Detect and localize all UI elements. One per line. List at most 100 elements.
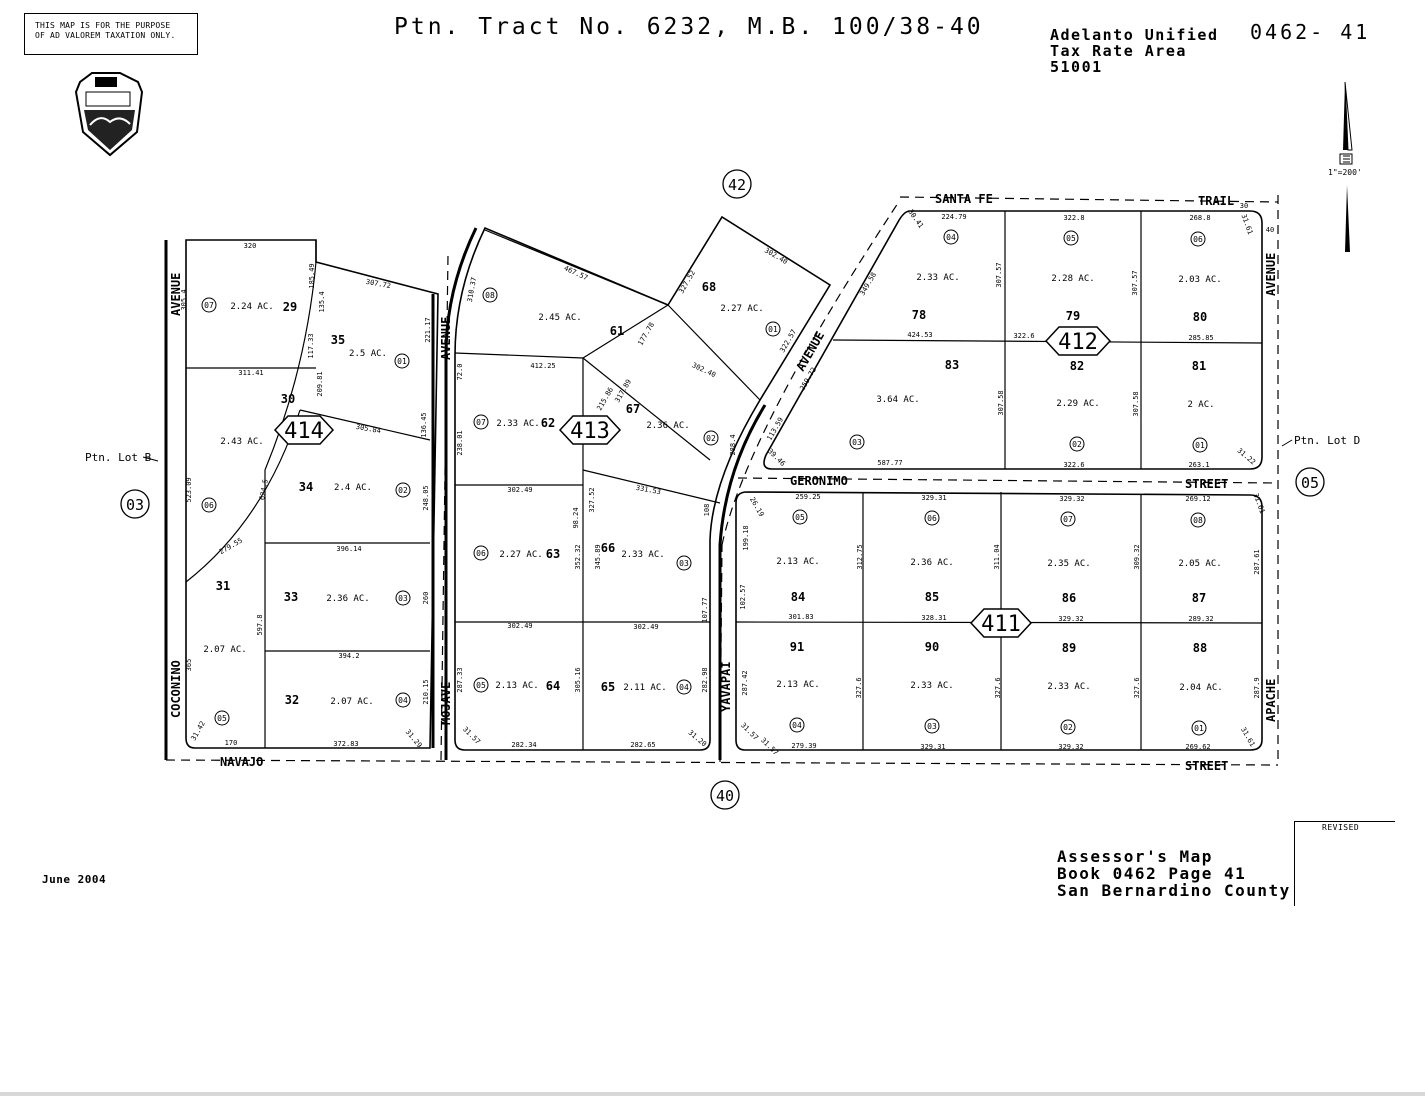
dimension-label: 305.84: [355, 423, 381, 435]
parcel-lot-number: 63: [546, 547, 560, 561]
dimension-label: 329.32: [1059, 495, 1084, 503]
parcel-id: 02: [1063, 723, 1073, 732]
book-reference: Assessor's Map Book 0462 Page 41 San Ber…: [1057, 848, 1291, 899]
revised-label: REVISED: [1322, 823, 1360, 832]
dimension-label: 412.25: [530, 362, 555, 370]
district-line-1: Adelanto Unified: [1050, 26, 1219, 44]
map-title: Ptn. Tract No. 6232, M.B. 100/38-40: [394, 14, 984, 40]
dimension-label: 328.31: [921, 614, 946, 622]
dimension-label: 302.49: [633, 623, 658, 631]
dimension-label: 305.4: [180, 289, 188, 310]
street-geronimo: GERONIMO: [790, 474, 848, 488]
parcel-id-circle: [201, 497, 217, 513]
dimension-label: 345.89: [594, 544, 602, 569]
book-line-2: Book 0462 Page 41: [1057, 864, 1247, 883]
dimension-label: 269.12: [1185, 495, 1210, 503]
parcel-id: 05: [217, 714, 227, 723]
scale-label: 1"=200': [1328, 168, 1362, 177]
parcel-acreage: 2.43 AC.: [220, 437, 263, 447]
dimension-label: 279.39: [791, 742, 816, 750]
parcel-id-circle: [924, 510, 940, 526]
adjacent-page-right: 05: [1301, 474, 1319, 492]
dimension-label: 329.32: [1058, 743, 1083, 751]
parcel-88: 882.04 AC.01: [1179, 641, 1223, 736]
dimension-label: 327.6: [855, 677, 863, 698]
disclaimer-box: THIS MAP IS FOR THE PURPOSE OF AD VALORE…: [24, 13, 198, 55]
block-414: [164, 239, 439, 760]
dimension-label: 523.09: [185, 477, 193, 502]
north-arrow-icon: [1339, 81, 1353, 252]
dimension-label: 309.32: [1133, 544, 1141, 569]
street-trail: TRAIL: [1198, 194, 1234, 208]
dimension-label: 329.31: [921, 494, 946, 502]
map-date: June 2004: [42, 873, 107, 886]
parcel-id-circle: [792, 509, 808, 525]
parcel-id: 05: [1066, 234, 1076, 243]
parcel-87: 872.05 AC.08: [1178, 512, 1222, 605]
parcel-lot-number: 31: [216, 579, 230, 593]
parcel-lot-number: 89: [1062, 641, 1076, 655]
adjacent-page-markers: 42 40 03 05: [120, 169, 1325, 810]
dimension-label: 248.05: [422, 485, 430, 510]
dimension-label: 215.86: [595, 386, 615, 412]
lot-label-left: Ptn. Lot B: [85, 451, 152, 464]
parcel-id: 01: [1194, 724, 1204, 733]
dimension-label: 597.8: [256, 614, 264, 635]
parcel-79: 792.28 AC.05: [1051, 230, 1095, 323]
dimension-label: 624.5: [258, 479, 270, 501]
parcel-id-circle: [676, 679, 692, 695]
parcel-31: 312.07 AC.05: [203, 579, 247, 726]
dimension-label: 282.98: [701, 667, 709, 692]
parcel-id: 05: [795, 513, 805, 522]
dimension-label: 365: [185, 659, 193, 672]
dimension-label: 170: [225, 739, 238, 747]
dimension-label: 40: [1266, 226, 1274, 234]
dimension-label: 311.04: [993, 544, 1001, 569]
dimension-label: 322.6: [1013, 332, 1034, 340]
parcel-85: 852.36 AC.06: [910, 510, 954, 604]
dimension-label: 177.78: [636, 321, 656, 347]
dimension-label: 331.53: [635, 484, 661, 496]
parcel-lot-number: 29: [283, 300, 297, 314]
dimension-label: 301.83: [788, 613, 813, 621]
parcel-acreage: 2.33 AC.: [910, 681, 953, 691]
dimension-label: 210.15: [422, 679, 430, 704]
parcel-acreage: 2.33 AC.: [1047, 682, 1090, 692]
parcel-lot-number: 68: [702, 280, 716, 294]
parcel-lot-number: 80: [1193, 310, 1207, 324]
parcel-acreage: 2.04 AC.: [1179, 683, 1222, 693]
dimension-label: 31.61: [1239, 726, 1256, 748]
parcel-acreage: 2.13 AC.: [495, 681, 538, 691]
dimension-label: 117.33: [307, 333, 315, 358]
parcel-lot-number: 90: [925, 640, 939, 654]
parcel-lot-number: 35: [331, 333, 345, 347]
parcel-id: 08: [1193, 516, 1203, 525]
parcel-81: 812 AC.01: [1187, 359, 1215, 453]
parcel-91: 912.13 AC.04: [776, 640, 820, 733]
parcel-lot-number: 83: [945, 358, 959, 372]
dimension-label: 260: [422, 592, 430, 605]
parcel-acreage: 2.33 AC.: [621, 550, 664, 560]
dimension-label: 302.40: [763, 246, 789, 266]
dimension-label: 224.79: [941, 213, 966, 221]
parcel-lot-number: 30: [281, 392, 295, 406]
dimension-label: 259.25: [795, 493, 820, 501]
parcel-id-circle: [703, 430, 719, 446]
dimension-label: 98.24: [572, 507, 580, 528]
dimension-label: 263.1: [1188, 461, 1209, 469]
parcel-lot-number: 79: [1066, 309, 1080, 323]
adjacent-page-left: 03: [126, 496, 144, 514]
parcel-lot-number: 61: [610, 324, 624, 338]
dimension-label: 327.6: [994, 677, 1002, 698]
parcel-acreage: 2.33 AC.: [496, 419, 539, 429]
parcel-id: 02: [398, 486, 408, 495]
parcel-id: 01: [397, 357, 407, 366]
map-number: 0462- 41: [1250, 20, 1371, 44]
parcel-lot-number: 66: [601, 541, 615, 555]
parcel-lot-number: 86: [1062, 591, 1076, 605]
street-avenue-left: AVENUE: [169, 273, 183, 316]
parcel-lot-number: 81: [1192, 359, 1206, 373]
dimension-label: 209.81: [316, 371, 324, 396]
